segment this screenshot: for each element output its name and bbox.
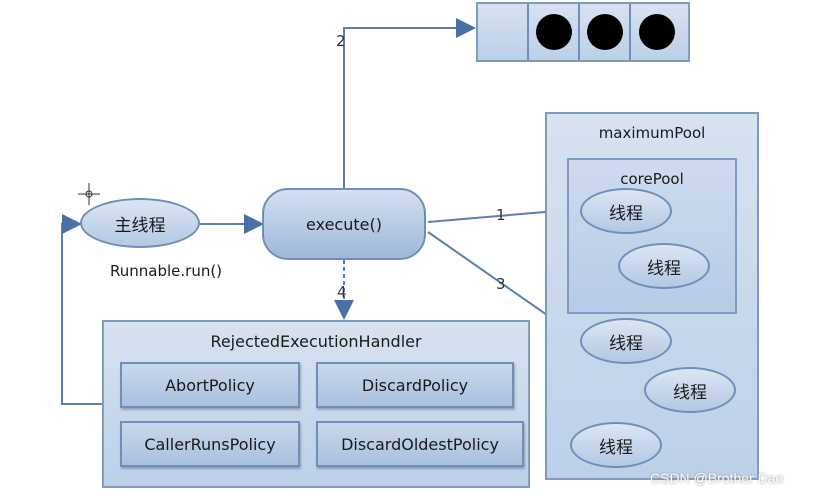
max-thread: 线程: [580, 318, 672, 364]
execute-label: execute(): [306, 214, 382, 234]
main-thread-node: 主线程: [80, 198, 200, 248]
thread-label: 线程: [673, 382, 707, 403]
arrow-handler-to-main: [61, 214, 102, 405]
core-pool: corePool: [567, 158, 737, 314]
caller-runs-policy: CallerRunsPolicy: [120, 421, 300, 467]
queue-slot-empty: [478, 4, 529, 60]
policy-label: DiscardOldestPolicy: [341, 434, 499, 454]
policy-label: CallerRunsPolicy: [144, 434, 276, 454]
watermark: CSDN @Brother Dao: [650, 470, 784, 486]
policy-label: DiscardPolicy: [361, 375, 469, 395]
abort-policy: AbortPolicy: [120, 362, 300, 408]
arrow-label-3: 3: [496, 275, 506, 293]
runnable-run-label: Runnable.run(): [110, 262, 223, 280]
arrow-label-2: 2: [336, 32, 346, 50]
main-thread-label: 主线程: [114, 215, 166, 236]
thread-label: 线程: [609, 203, 643, 224]
queue-slot-task: [580, 4, 631, 60]
discard-oldest-policy: DiscardOldestPolicy: [316, 421, 524, 467]
queue-slot-task: [631, 4, 682, 60]
max-thread: 线程: [644, 367, 736, 413]
crosshair-cursor-icon: [78, 183, 100, 205]
core-pool-title: corePool: [620, 170, 684, 188]
discard-policy: DiscardPolicy: [316, 362, 514, 408]
task-dot-icon: [586, 14, 623, 50]
thread-label: 线程: [647, 258, 681, 279]
handler-title: RejectedExecutionHandler: [210, 332, 422, 351]
execute-node: execute(): [262, 188, 426, 260]
task-dot-icon: [535, 14, 572, 50]
task-dot-icon: [638, 14, 675, 50]
arrow-label-1: 1: [496, 206, 506, 224]
queue-slot-task: [529, 4, 580, 60]
max-thread: 线程: [570, 422, 662, 468]
core-thread: 线程: [580, 188, 672, 234]
policy-label: AbortPolicy: [165, 375, 255, 395]
thread-label: 线程: [599, 437, 633, 458]
arrow-2-to-queue: [343, 18, 476, 190]
maximum-pool-title: maximumPool: [598, 124, 706, 142]
core-thread: 线程: [618, 243, 710, 289]
thread-label: 线程: [609, 333, 643, 354]
task-queue: [476, 2, 690, 62]
arrow-label-4: 4: [337, 283, 347, 301]
